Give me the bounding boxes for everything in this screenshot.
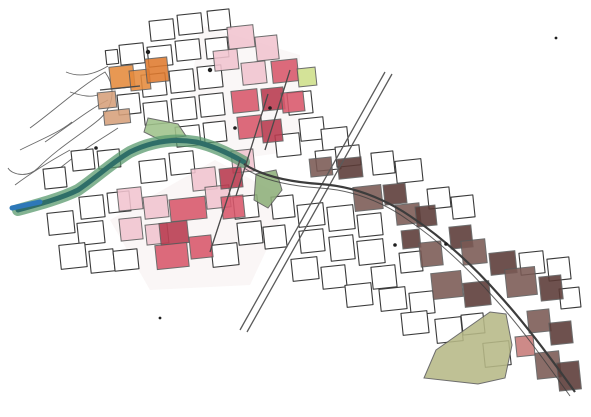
city-block: [326, 204, 356, 232]
river-channel: [9, 134, 250, 216]
city-block: [118, 42, 146, 66]
city-block: [88, 248, 116, 274]
city-block: [198, 92, 226, 118]
park-parcel: [253, 169, 283, 209]
location-markers: [94, 36, 558, 320]
commercial-block: [158, 220, 190, 246]
commercial-parcels: [154, 58, 306, 271]
industrial-block: [308, 156, 334, 178]
industrial-block: [548, 320, 574, 346]
city-block: [320, 264, 348, 290]
city-block: [400, 310, 430, 336]
city-block: [394, 158, 424, 184]
commercial-block: [270, 58, 300, 84]
marker-dot: [233, 126, 237, 130]
industrial-block: [418, 240, 444, 268]
city-block: [356, 238, 386, 266]
city-block: [328, 234, 356, 262]
mixed-use-block: [144, 56, 170, 84]
city-block: [270, 194, 296, 220]
corridor-route: [243, 163, 576, 397]
city-block: [168, 150, 196, 176]
city-block: [138, 158, 168, 184]
city-block: [370, 150, 396, 176]
mixed-use-block: [296, 66, 318, 88]
city-block: [78, 194, 106, 220]
commercial-block: [236, 114, 264, 140]
mixed-use-parcels: [96, 56, 318, 126]
city-block: [370, 264, 398, 290]
city-block: [356, 212, 384, 238]
city-block: [296, 202, 326, 228]
marker-dot: [393, 243, 397, 247]
residential-block: [116, 186, 144, 212]
industrial-block: [400, 228, 422, 250]
city-block: [148, 18, 176, 42]
residential-block: [212, 48, 240, 72]
industrial-block: [538, 274, 564, 302]
city-block: [290, 256, 320, 282]
residential-block: [254, 34, 280, 62]
city-block: [206, 8, 232, 32]
city-block: [298, 228, 326, 254]
street-lines: [99, 69, 291, 253]
residential-block: [226, 24, 256, 50]
commercial-block: [230, 88, 260, 114]
marker-dot: [94, 146, 98, 150]
city-block: [170, 96, 198, 122]
industrial-block: [462, 280, 492, 308]
marker-dot: [207, 67, 213, 73]
city-block: [70, 148, 96, 172]
city-block: [344, 282, 374, 308]
commercial-block: [260, 118, 284, 144]
city-block: [46, 210, 76, 236]
city-block: [398, 250, 424, 274]
mixed-use-block: [96, 90, 118, 110]
city-block: [236, 220, 264, 246]
industrial-block: [414, 204, 438, 228]
city-block: [42, 166, 68, 190]
city-block: [104, 48, 120, 66]
industrial-block: [526, 308, 552, 334]
mixed-use-block: [102, 108, 132, 126]
city-block: [58, 242, 88, 270]
city-block: [210, 242, 240, 268]
commercial-block: [188, 234, 214, 260]
marker-dot: [158, 316, 162, 320]
industrial-block: [514, 334, 536, 358]
city-block: [168, 68, 196, 94]
city-block: [262, 224, 288, 250]
marker-dot: [145, 49, 151, 55]
city-block: [378, 286, 408, 312]
industrial-block: [460, 238, 488, 266]
city-block: [298, 116, 326, 142]
residential-block: [142, 194, 170, 220]
marker-dot: [554, 36, 558, 40]
residential-block: [240, 60, 268, 86]
city-block: [426, 186, 452, 210]
rail-track: [239, 71, 393, 333]
marker-dot: [268, 106, 272, 110]
city-block: [176, 12, 204, 36]
city-block: [450, 194, 476, 220]
industrial-block: [556, 360, 582, 392]
commercial-block: [168, 195, 208, 223]
industrial-block: [336, 156, 364, 180]
park-parcel: [423, 311, 513, 385]
commercial-block: [154, 241, 190, 271]
city-block: [76, 220, 106, 246]
industrial-block: [430, 269, 464, 301]
residential-block: [118, 216, 144, 242]
industrial-block: [382, 182, 408, 206]
marker-dot: [444, 242, 448, 246]
industrial-block: [504, 265, 538, 299]
city-block: [112, 248, 140, 272]
commercial-block: [280, 90, 306, 114]
city-block: [174, 38, 202, 62]
